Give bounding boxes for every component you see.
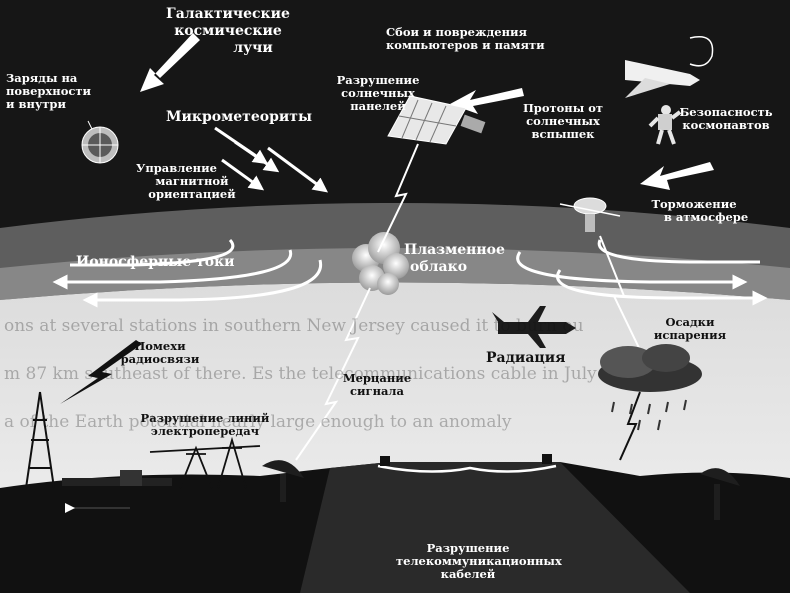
satellite-dish-right-icon xyxy=(700,468,740,520)
cosmic-rays-line-3: лучи xyxy=(233,40,273,56)
solar-panels-line-2: солнечных xyxy=(341,86,415,100)
computer-failures-line-2: компьютеров и памяти xyxy=(386,38,545,52)
protons-line-3: вспышек xyxy=(531,127,595,141)
signal-lightning-paths xyxy=(295,143,641,461)
radio-interference-line-2: радиосвязи xyxy=(120,352,200,366)
radio-interference-label: Помехи радиосвязи xyxy=(118,340,202,366)
telecom-cables-label: Разрушение телекоммуникационных кабелей xyxy=(396,541,562,581)
solar-panels-line-3: панелей xyxy=(350,99,406,113)
space-shuttle-icon xyxy=(625,36,714,98)
surface-charges-line-2: поверхности xyxy=(6,84,92,98)
ionospheric-current-arrows-right xyxy=(516,239,768,306)
power-lines-line-2: электропередач xyxy=(150,424,260,438)
ionospheric-currents-label: Ионосферные токи xyxy=(76,254,235,270)
protons-line-2: солнечных xyxy=(526,114,600,128)
astronaut-safety-label: Безопасность космонавтов xyxy=(676,106,776,132)
radio-interference-line-1: Помехи xyxy=(134,339,186,353)
cable-station-left xyxy=(380,456,390,466)
plasma-cloud-line-2: облако xyxy=(410,259,468,275)
telecom-cables-line-3: кабелей xyxy=(440,567,496,581)
precipitation-line-2: испарения xyxy=(653,328,727,342)
satellite-icon xyxy=(81,120,119,164)
atmospheric-braking-line-1: Торможение xyxy=(651,197,737,211)
low-orbit-satellite-icon xyxy=(559,197,621,232)
cosmic-rays-line-1: Галактические xyxy=(166,6,290,22)
airplane-icon xyxy=(492,306,576,348)
computer-failures-label: Сбои и повреждения компьютеров и памяти xyxy=(386,26,545,52)
radiation-label: Радиация xyxy=(486,350,566,366)
astronaut-safety-line-1: Безопасность xyxy=(679,105,773,119)
mountain xyxy=(300,462,690,593)
astronaut-icon xyxy=(648,105,682,145)
telecom-cables-line-1: Разрушение xyxy=(426,541,510,555)
solar-panels-label: Разрушение солнечных панелей xyxy=(336,74,420,113)
precipitation-line-1: Осадки xyxy=(665,315,715,329)
surface-charges-line-1: Заряды на xyxy=(6,71,78,85)
bleed-through-line-1: ons at several stations in southern New … xyxy=(4,316,584,336)
cosmic-ray-arrow xyxy=(140,33,200,92)
signal-scintillation-label: Мерцание сигнала xyxy=(340,372,414,398)
bleed-through-line-3: a of the Earth potential nearly large en… xyxy=(4,412,512,432)
radio-tower-icon xyxy=(25,391,55,489)
telecom-cables-line-2: телекоммуникационных xyxy=(396,554,562,568)
magnetic-orientation-line-1: Управление xyxy=(136,161,217,175)
pipeline-icon xyxy=(62,470,172,513)
solar-panel-satellite-icon xyxy=(387,95,486,145)
power-lines-label: Разрушение линий электропередач xyxy=(140,412,270,438)
astronaut-safety-line-2: космонавтов xyxy=(682,118,770,132)
protons-label: Протоны от солнечных вспышек xyxy=(518,102,608,141)
plasma-cloud-label: Плазменное облако xyxy=(404,242,505,276)
magnetic-orientation-label: Управление магнитной ориентацией xyxy=(136,162,248,201)
power-lines-line-1: Разрушение линий xyxy=(140,411,270,425)
cosmic-rays-label: Галактические космические лучи xyxy=(158,6,298,57)
plasma-cloud-line-1: Плазменное xyxy=(404,242,505,258)
water-line xyxy=(377,464,557,473)
surface-charges-label: Заряды на поверхности и внутри xyxy=(6,72,91,111)
cable-station-right xyxy=(542,454,552,464)
magnetic-orientation-line-2: магнитной xyxy=(155,174,229,188)
signal-scintillation-line-1: Мерцание xyxy=(342,371,412,385)
braking-arrow xyxy=(640,162,714,190)
precipitation-label: Осадки испарения xyxy=(650,316,730,342)
atmospheric-braking-line-2: в атмосфере xyxy=(663,210,749,224)
cosmic-rays-line-2: космические xyxy=(174,23,282,39)
magnetic-orientation-line-3: ориентацией xyxy=(148,187,236,201)
signal-scintillation-line-2: сигнала xyxy=(349,384,404,398)
solar-panels-line-1: Разрушение xyxy=(336,73,420,87)
atmospheric-braking-label: Торможение в атмосфере xyxy=(632,198,756,224)
computer-failures-line-1: Сбои и повреждения xyxy=(386,25,528,39)
radio-interference-bolt xyxy=(60,340,142,404)
micrometeorite-arrows xyxy=(214,126,329,193)
surface-charges-line-3: и внутри xyxy=(6,97,66,111)
ionospheric-current-arrows-left xyxy=(52,238,323,308)
precipitation-cloud-icon xyxy=(598,344,702,461)
proton-arrow xyxy=(450,88,524,114)
plasma-cloud-icon xyxy=(352,232,409,295)
protons-line-1: Протоны от xyxy=(522,101,604,115)
bleed-through-line-2: m 87 km southeast of there. Es the telec… xyxy=(4,364,597,384)
satellite-dish-icon xyxy=(262,460,304,502)
power-line-towers-icon xyxy=(149,436,261,489)
micrometeorites-label: Микрометеориты xyxy=(166,109,312,125)
